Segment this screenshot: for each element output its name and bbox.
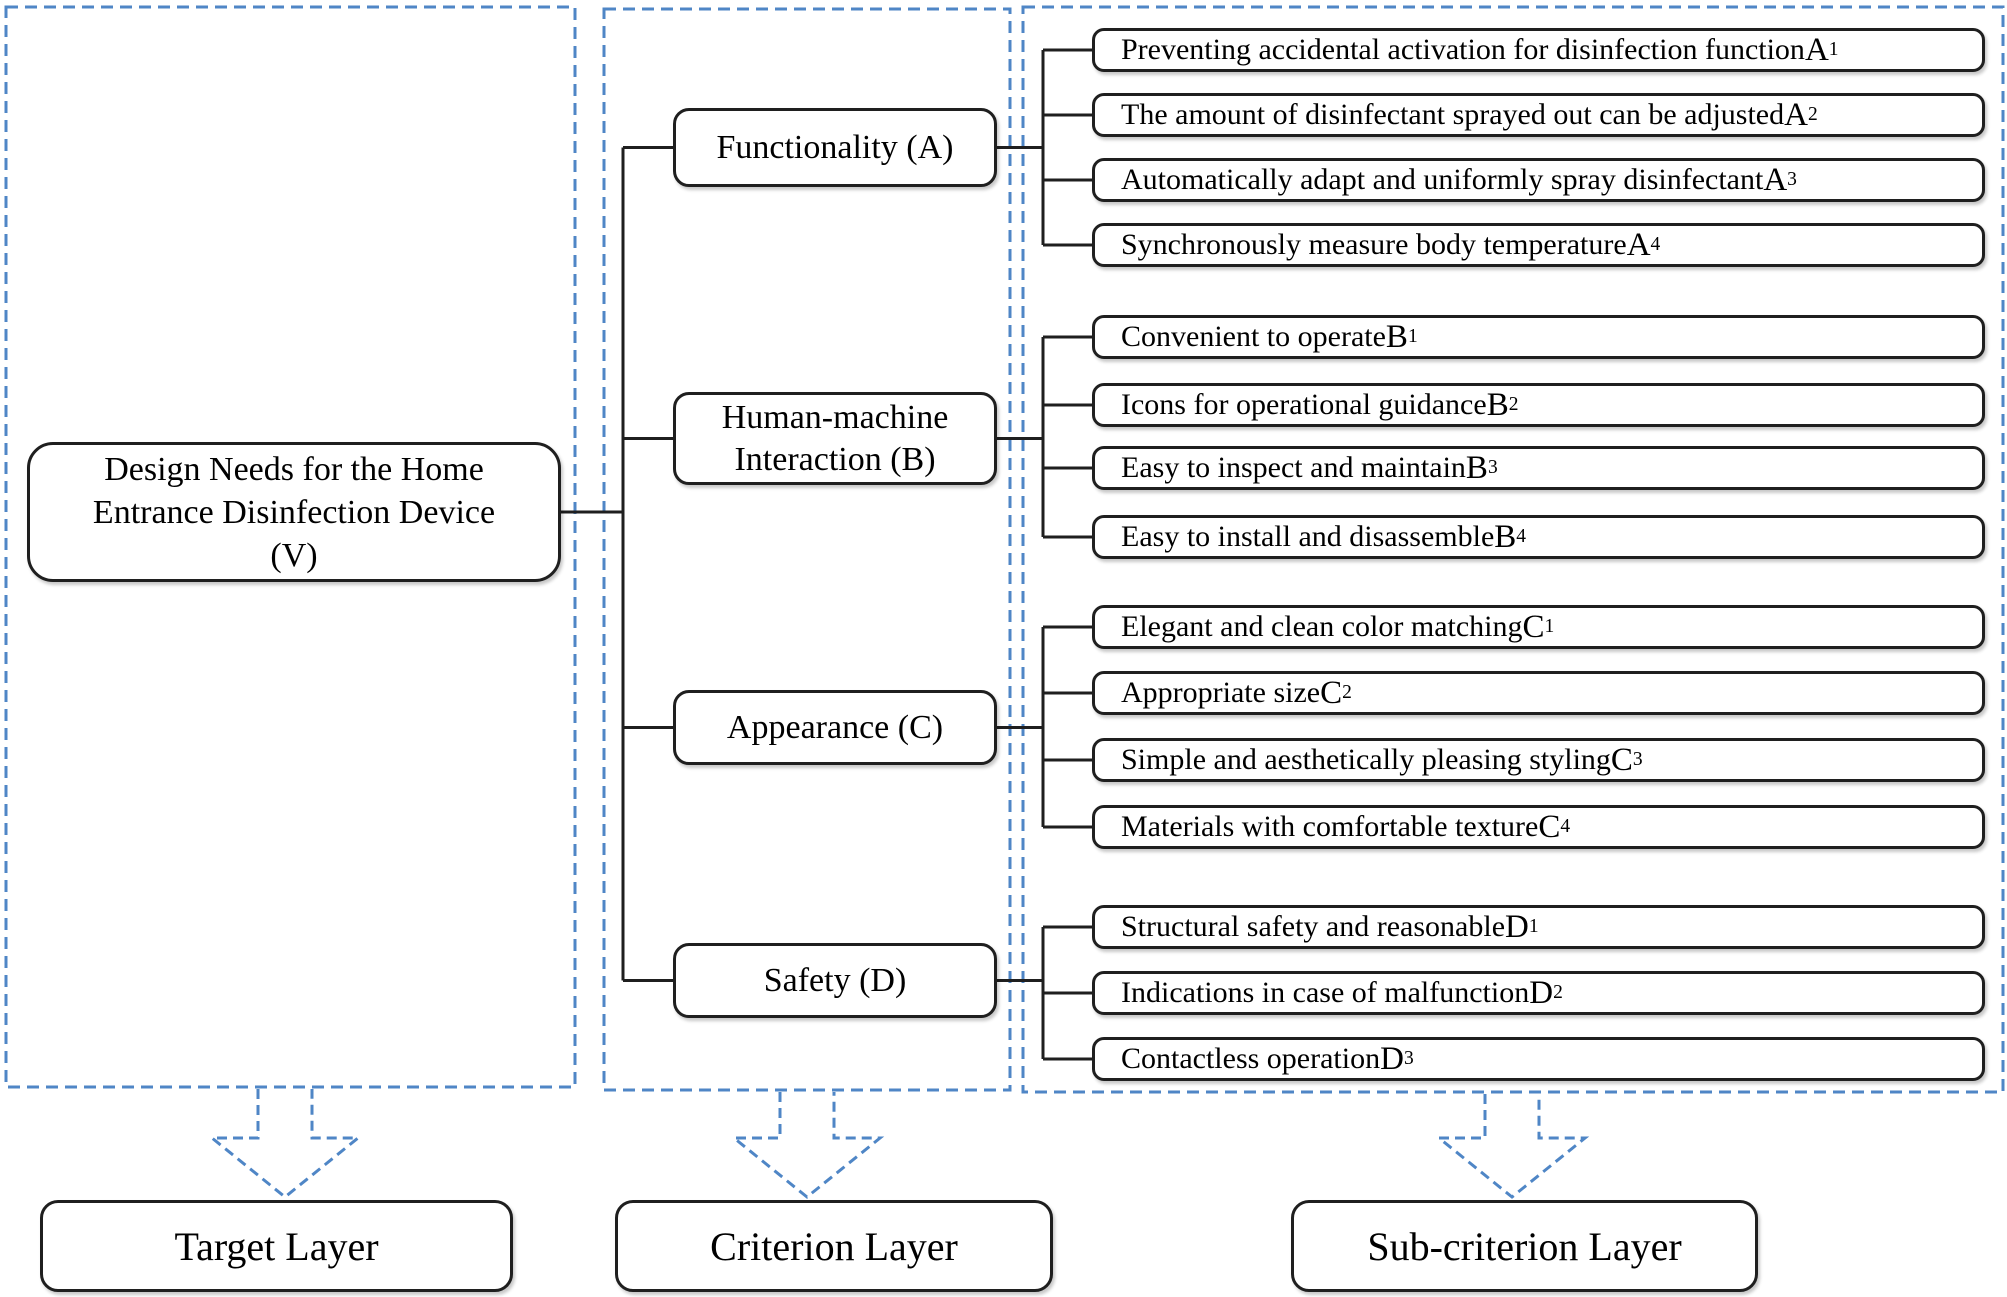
subcriterion-label: Convenient to operate <box>1121 320 1386 353</box>
subcriterion-label: Simple and aesthetically pleasing stylin… <box>1121 743 1611 776</box>
connector-interaction-bracket <box>997 335 1092 539</box>
subcriterion-code: D <box>1529 974 1554 1011</box>
subcriterion-layer-container <box>1021 5 2005 1094</box>
criterion-label: Appearance (C) <box>726 708 944 746</box>
subcriterion-layer-label-box: Sub-criterion Layer <box>1291 1200 1758 1292</box>
criterion-node-safety: Safety (D) <box>673 943 997 1018</box>
criterion-label: Human-machine Interaction (B) <box>721 398 949 478</box>
subcriterion-code: C <box>1610 741 1633 778</box>
subcriterion-node-a2: The amount of disinfectant sprayed out c… <box>1092 93 1985 137</box>
criterion-label: Functionality (A) <box>716 128 954 166</box>
layer-label: Criterion Layer <box>710 1223 958 1269</box>
subcriterion-label: Easy to inspect and maintain <box>1121 451 1466 484</box>
subcriterion-label: Automatically adapt and uniformly spray … <box>1121 163 1764 196</box>
subcriterion-node-a4: Synchronously measure body temperature A… <box>1092 223 1985 267</box>
subcriterion-label: Contactless operation <box>1121 1042 1381 1075</box>
subcriterion-label: The amount of disinfectant sprayed out c… <box>1121 98 1785 131</box>
down-arrow-icon-subcriterion-layer <box>1434 1094 1590 1199</box>
subcriterion-label: Structural safety and reasonable <box>1121 910 1506 943</box>
subcriterion-code: A <box>1626 226 1651 263</box>
connector-functionality-bracket <box>997 48 1092 247</box>
target-layer-label-box: Target Layer <box>40 1200 513 1292</box>
connector-target-to-criteria <box>561 146 673 982</box>
subcriterion-code: D <box>1505 908 1529 945</box>
subcriterion-label: Indications in case of malfunction <box>1121 976 1530 1009</box>
subcriterion-label: Elegant and clean color matching <box>1121 610 1523 643</box>
subcriterion-label: Preventing accidental activation for dis… <box>1121 33 1805 66</box>
subcriterion-node-c3: Simple and aesthetically pleasing stylin… <box>1092 738 1985 782</box>
target-node: Design Needs for the Home Entrance Disin… <box>27 442 561 582</box>
criterion-layer-label-box: Criterion Layer <box>615 1200 1053 1292</box>
subcriterion-code: D <box>1380 1040 1404 1077</box>
layer-label: Sub-criterion Layer <box>1367 1223 1682 1269</box>
subcriterion-code: B <box>1385 318 1408 355</box>
down-arrow-icon-target-layer <box>207 1089 363 1199</box>
layer-label: Target Layer <box>174 1223 379 1269</box>
subcriterion-code: A <box>1784 96 1808 133</box>
subcriterion-code: C <box>1320 674 1343 711</box>
subcriterion-code: C <box>1522 608 1545 645</box>
subcriterion-label: Materials with comfortable texture <box>1121 810 1539 843</box>
subcriterion-label: Icons for operational guidance <box>1121 388 1487 421</box>
target-node-label: Design Needs for the Home Entrance Disin… <box>92 450 496 574</box>
subcriterion-code: B <box>1465 449 1488 486</box>
subcriterion-code: A <box>1804 31 1829 68</box>
criterion-node-appearance: Appearance (C) <box>673 690 997 765</box>
subcriterion-code: A <box>1763 161 1788 198</box>
subcriterion-node-a3: Automatically adapt and uniformly spray … <box>1092 158 1985 202</box>
subcriterion-label: Easy to install and disassemble <box>1121 520 1495 553</box>
subcriterion-code: C <box>1538 808 1561 845</box>
criterion-label: Safety (D) <box>763 961 907 999</box>
target-layer-container <box>4 5 577 1089</box>
down-arrow-icon-criterion-layer <box>729 1092 885 1199</box>
subcriterion-code: B <box>1494 518 1517 555</box>
connector-safety-bracket <box>997 925 1092 1061</box>
subcriterion-label: Appropriate size <box>1121 676 1321 709</box>
subcriterion-label: Synchronously measure body temperature <box>1121 228 1627 261</box>
criterion-node-functionality: Functionality (A) <box>673 108 997 187</box>
subcriterion-node-a1: Preventing accidental activation for dis… <box>1092 28 1985 72</box>
subcriterion-code: B <box>1486 386 1509 423</box>
criterion-layer-container <box>602 7 1012 1092</box>
criterion-node-interaction: Human-machine Interaction (B) <box>673 392 997 485</box>
connector-appearance-bracket <box>997 625 1092 829</box>
